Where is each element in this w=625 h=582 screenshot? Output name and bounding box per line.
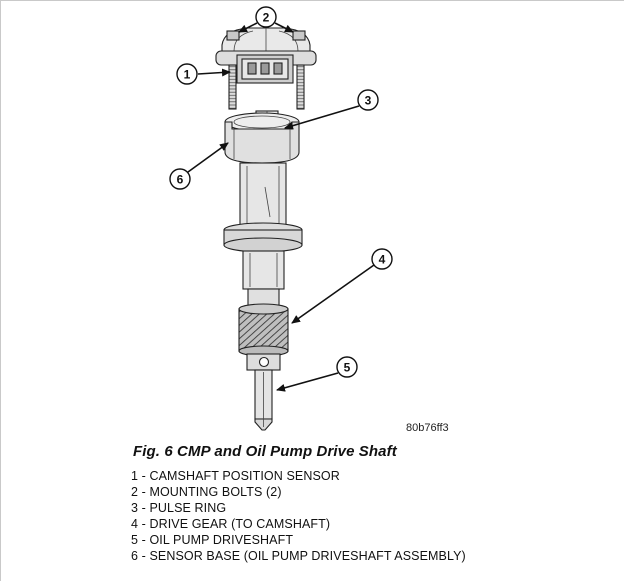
legend-item: 3 - PULSE RING: [131, 501, 227, 515]
pin-hole: [258, 356, 270, 368]
figure-legend: 1 - CAMSHAFT POSITION SENSOR 2 - MOUNTIN…: [1, 468, 624, 564]
assembly-diagram: 2 1 3 6: [169, 6, 449, 434]
flange-collar: [223, 222, 303, 253]
connector-terminal: [260, 62, 270, 75]
sensor-base: [224, 110, 300, 164]
drive-gear: [238, 303, 289, 357]
callout-6: 6: [169, 142, 229, 190]
mid-shaft: [242, 250, 285, 312]
callout-3: 3: [284, 89, 379, 130]
callout-1: 1: [176, 63, 231, 85]
mounting-bolt-left: [228, 64, 237, 110]
legend-item: 2 - MOUNTING BOLTS (2): [131, 485, 282, 499]
bolt-head-right: [292, 30, 306, 41]
oil-pump-driveshaft: [254, 369, 273, 431]
legend-item: 5 - OIL PUMP DRIVESHAFT: [131, 533, 294, 547]
legend-item: 4 - DRIVE GEAR (TO CAMSHAFT): [131, 517, 331, 531]
bolt-head-left: [226, 30, 240, 41]
connector-terminal: [273, 62, 283, 75]
figure-caption: Fig. 6 CMP and Oil Pump Drive Shaft: [133, 443, 397, 460]
cmp-sensor: [215, 27, 317, 84]
callout-6-number: 6: [177, 173, 184, 187]
callout-4-number: 4: [379, 253, 386, 267]
callout-5: 5: [276, 356, 358, 392]
callout-1-number: 1: [184, 68, 191, 82]
mounting-bolts: [228, 64, 305, 110]
legend-item: 6 - SENSOR BASE (OIL PUMP DRIVESHAFT ASS…: [131, 549, 466, 563]
callout-5-number: 5: [344, 361, 351, 375]
figure-ref-code: 80b76ff3: [406, 422, 449, 434]
callout-3-number: 3: [365, 94, 372, 108]
callout-2: 2: [238, 6, 294, 33]
callout-2-number: 2: [263, 11, 270, 25]
housing-body: [239, 162, 287, 230]
legend-item: 1 - CAMSHAFT POSITION SENSOR: [131, 469, 340, 483]
lower-collar: [246, 353, 281, 371]
mounting-bolt-right: [296, 64, 305, 110]
figure-panel: 2 1 3 6: [1, 1, 625, 439]
callout-4: 4: [291, 248, 393, 324]
connector-terminal: [247, 62, 257, 75]
